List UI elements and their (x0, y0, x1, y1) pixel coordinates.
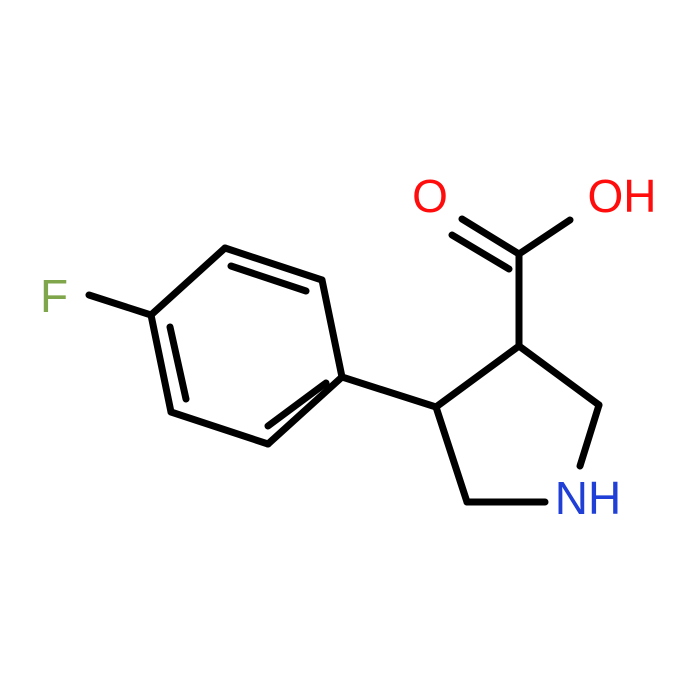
amine-label: NH (555, 472, 621, 524)
pyrrolidine-bond-c2-n (576, 401, 603, 470)
hydroxyl-label: OH (588, 170, 657, 222)
pyrrolidine-bond-c4-c3 (432, 342, 523, 411)
ring-bond-c3-c4 (318, 276, 346, 381)
pyrrolidine-bond-c3-c2 (515, 342, 603, 409)
ring-bond-c4-c5 (264, 373, 346, 448)
ring-inner-bond-c6-c1 (166, 323, 190, 403)
atom-label-group: F O OH NH (40, 170, 657, 524)
bond-aryl-pyrrolidine (338, 373, 440, 411)
ring-inner-bond-c4-c5 (264, 379, 330, 430)
bond-carbonyl-outer (458, 215, 523, 258)
bond-group (85, 215, 603, 506)
bond-carboxyl-hydroxyl (515, 216, 574, 258)
ring-bond-c1-c2 (147, 244, 229, 319)
ring-bond-c5-c6 (167, 408, 272, 448)
ring-bond-c6-c1 (147, 311, 175, 416)
bond-carbonyl-inner (448, 231, 513, 273)
pyrrolidine-bond-c5-c4 (432, 403, 471, 506)
bond-c1-fluorine (85, 291, 155, 319)
carbonyl-oxygen-label: O (412, 170, 448, 222)
ring-bond-c2-c3 (221, 244, 326, 284)
ring-inner-bond-c2-c3 (227, 262, 310, 295)
fluorine-label: F (40, 270, 68, 322)
